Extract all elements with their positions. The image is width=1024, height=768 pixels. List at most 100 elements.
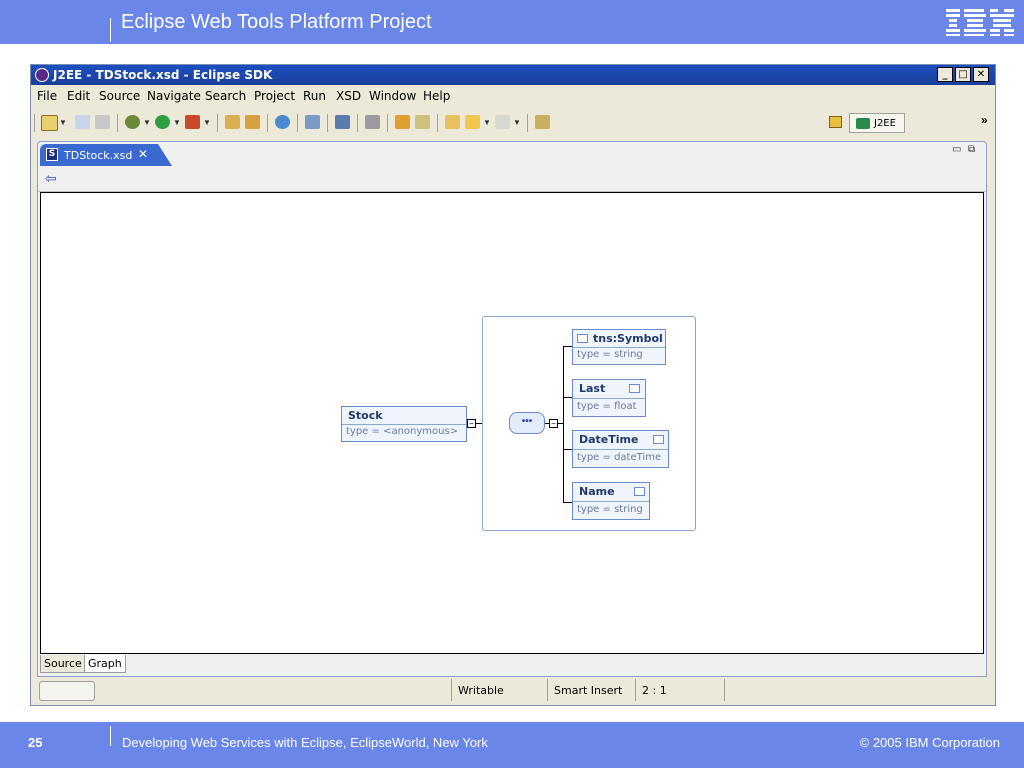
slide-title: Eclipse Web Tools Platform Project (121, 11, 432, 33)
tab-close-icon[interactable]: ✕ (138, 147, 149, 161)
print-icon[interactable] (95, 115, 110, 129)
last-edit-icon[interactable] (445, 115, 460, 129)
toolbar-separator (267, 114, 268, 132)
menu-xsd[interactable]: XSD (336, 89, 362, 103)
footer-separator (110, 726, 111, 746)
menu-project[interactable]: Project (254, 89, 296, 103)
open-type-icon[interactable] (335, 115, 350, 129)
toolbar-separator (387, 114, 388, 132)
collapse-toggle[interactable]: − (549, 419, 558, 428)
fast-view-bar[interactable] (39, 681, 95, 701)
new-dropdown-icon[interactable]: ▼ (59, 118, 67, 127)
element-type: type = string (577, 349, 643, 360)
menu-edit[interactable]: Edit (67, 89, 91, 103)
element-divider (573, 347, 665, 348)
connector-trunk (563, 346, 564, 503)
save-icon[interactable] (75, 115, 90, 129)
menu-navigate[interactable]: Navigate (147, 89, 201, 103)
element-datetime[interactable]: DateTime type = dateTime (572, 430, 669, 468)
element-stock[interactable]: Stock type = <anonymous> (341, 406, 467, 442)
forward-icon[interactable] (495, 115, 510, 129)
footer-subtitle: Developing Web Services with Eclipse, Ec… (122, 735, 488, 750)
view-minimize-icon[interactable]: ▭ (952, 144, 962, 155)
element-type: type = dateTime (577, 452, 662, 463)
web-service-icon[interactable] (305, 115, 320, 129)
external-tools-dropdown-icon[interactable]: ▼ (203, 118, 211, 127)
status-bar: Writable Smart Insert 2 : 1 (37, 679, 987, 703)
element-type: type = <anonymous> (346, 426, 459, 437)
perspective-j2ee[interactable]: J2EE (849, 113, 905, 133)
element-divider (342, 424, 466, 425)
menu-search[interactable]: Search (205, 89, 247, 103)
forward-dropdown-icon[interactable]: ▼ (513, 118, 521, 127)
j2ee-perspective-icon (856, 118, 870, 129)
open-perspective-icon[interactable] (829, 116, 842, 128)
tab-graph[interactable]: Graph (84, 655, 126, 673)
run-dropdown-icon[interactable]: ▼ (173, 118, 181, 127)
element-name: Last (579, 382, 606, 395)
minimize-button[interactable]: _ (937, 67, 953, 82)
close-button[interactable]: ✕ (973, 67, 989, 82)
element-name: Name (579, 485, 615, 498)
menu-file[interactable]: File (37, 89, 58, 103)
status-writable: Writable (451, 679, 547, 701)
element-name: Stock (348, 409, 383, 422)
xsd-editor: S TDStock.xsd ✕ ▭ ⧉ ⇦ Stock type = <anon… (37, 141, 987, 677)
element-reference-icon (577, 334, 588, 343)
view-restore-icon[interactable]: ⧉ (968, 144, 976, 155)
perspective-label: J2EE (874, 118, 896, 129)
pin-icon[interactable] (535, 115, 550, 129)
element-type-icon (634, 487, 645, 496)
toolbar-separator (117, 114, 118, 132)
collapse-toggle[interactable]: − (467, 419, 476, 428)
back-arrow-icon[interactable]: ⇦ (45, 170, 57, 186)
toolbar-separator (217, 114, 218, 132)
new-class-icon[interactable] (245, 115, 260, 129)
element-type-icon (653, 435, 664, 444)
status-position-text: 2 : 1 (642, 684, 667, 697)
server-icon[interactable] (275, 115, 290, 129)
menu-run[interactable]: Run (303, 89, 327, 103)
element-last[interactable]: Last type = float (572, 379, 646, 417)
new-project-icon[interactable] (225, 115, 240, 129)
connector-line (558, 423, 564, 424)
tab-source[interactable]: Source (40, 655, 86, 673)
page-number: 25 (28, 735, 43, 750)
status-insert-text: Smart Insert (554, 684, 623, 697)
header-separator (110, 18, 111, 42)
tab-edge (158, 144, 172, 166)
editor-tab-tdstock[interactable]: S TDStock.xsd ✕ (40, 144, 158, 166)
editor-toolbar: ⇦ (38, 167, 986, 192)
status-writable-text: Writable (458, 684, 504, 697)
status-position: 2 : 1 (635, 679, 725, 701)
more-perspectives-icon[interactable]: » (981, 113, 988, 127)
back-icon[interactable] (465, 115, 480, 129)
pencil-icon[interactable] (415, 115, 430, 129)
slide-header: Eclipse Web Tools Platform Project (0, 0, 1024, 44)
menu-help[interactable]: Help (423, 89, 451, 103)
menu-bar: File Edit Source Navigate Search Project… (31, 85, 995, 107)
run-icon[interactable] (155, 115, 170, 129)
open-folder-icon[interactable] (395, 115, 410, 129)
new-icon[interactable] (41, 115, 58, 131)
file-icon[interactable] (365, 115, 380, 129)
menu-window[interactable]: Window (369, 89, 417, 103)
maximize-button[interactable]: □ (955, 67, 971, 82)
toolbar-separator (357, 114, 358, 132)
sequence-compositor[interactable]: ••• (509, 412, 545, 434)
toolbar-separator (327, 114, 328, 132)
element-divider (573, 398, 645, 399)
debug-dropdown-icon[interactable]: ▼ (143, 118, 151, 127)
connector-line (545, 423, 551, 424)
menu-source[interactable]: Source (99, 89, 141, 103)
toolbar-separator (34, 114, 35, 132)
external-tools-icon[interactable] (185, 115, 200, 129)
back-dropdown-icon[interactable]: ▼ (483, 118, 491, 127)
connector-line (563, 449, 573, 450)
debug-icon[interactable] (125, 115, 140, 129)
element-divider (573, 449, 668, 450)
element-name-field[interactable]: Name type = string (572, 482, 650, 520)
element-symbol[interactable]: tns:Symbol type = string (572, 329, 666, 365)
window-titlebar[interactable]: J2EE - TDStock.xsd - Eclipse SDK _ □ ✕ (31, 65, 995, 85)
graph-canvas[interactable]: Stock type = <anonymous> − ••• − tns:Sym… (40, 192, 984, 654)
